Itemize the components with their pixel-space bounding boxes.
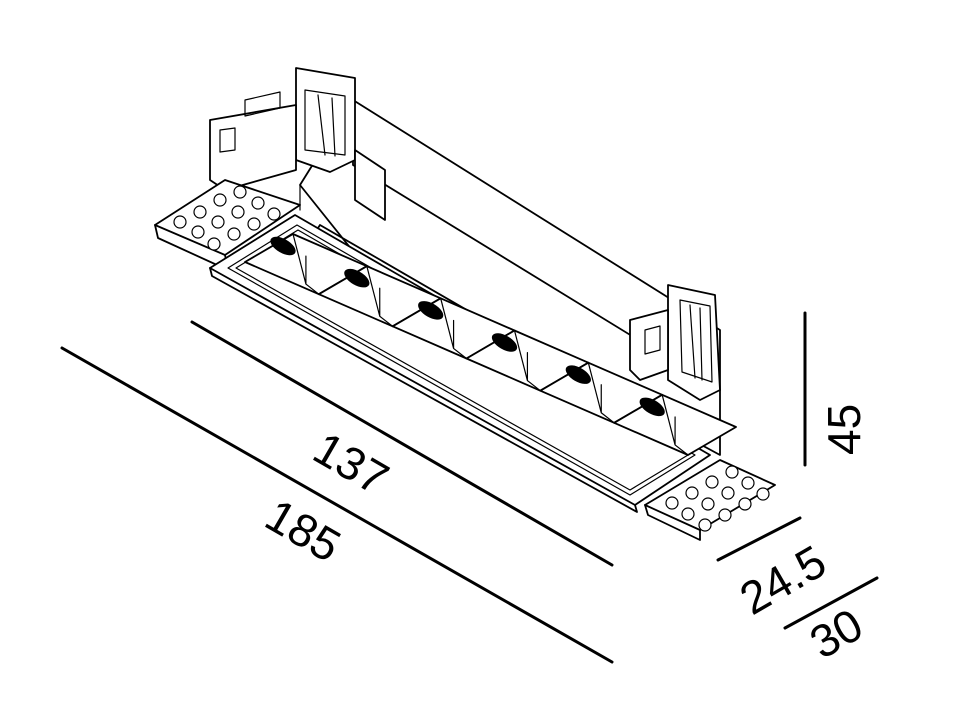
right-mounting-clip — [629, 284, 721, 401]
right-screw-plate — [644, 459, 776, 541]
led-cell — [613, 393, 737, 456]
led-lens — [491, 333, 518, 352]
left-mounting-clip — [209, 67, 386, 221]
led-lens — [639, 397, 665, 417]
led-lens — [418, 301, 444, 320]
dimension-lines — [60, 311, 879, 664]
led-cells — [244, 233, 737, 456]
led-lens — [344, 268, 370, 288]
dim-line-137 — [190, 320, 614, 567]
dim-label-45: 45 — [818, 404, 870, 455]
dim-label-30: 30 — [801, 598, 871, 669]
led-lens — [270, 236, 296, 256]
dim-line-24-5 — [716, 516, 802, 562]
dim-line-30 — [783, 576, 879, 630]
dim-label-185: 185 — [257, 489, 349, 572]
led-cell — [391, 297, 516, 360]
led-lens — [565, 365, 591, 384]
dim-line-185 — [60, 346, 614, 664]
